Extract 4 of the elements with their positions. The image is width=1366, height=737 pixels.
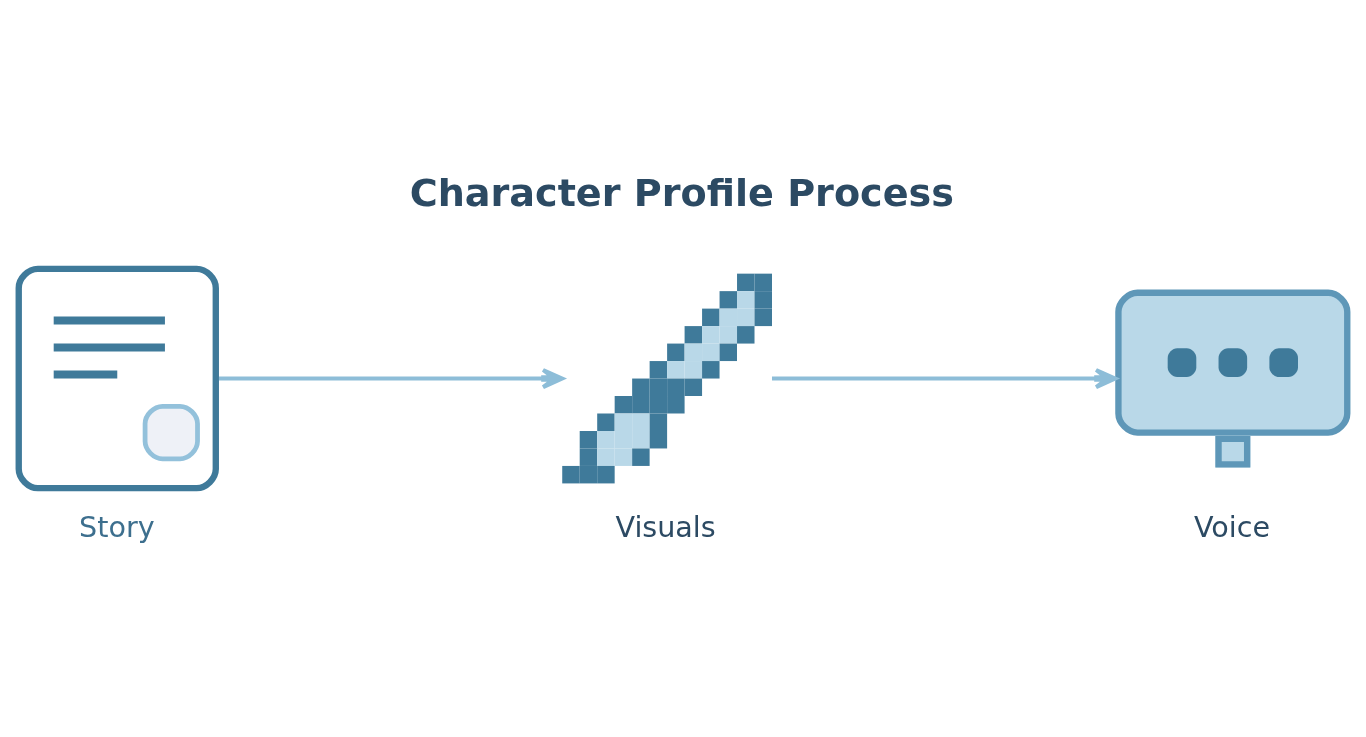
node-label: Visuals bbox=[615, 509, 716, 543]
diagram-title: Character Profile Process bbox=[409, 170, 954, 215]
node-label: Voice bbox=[1193, 509, 1270, 543]
node-label: Story bbox=[79, 509, 155, 543]
